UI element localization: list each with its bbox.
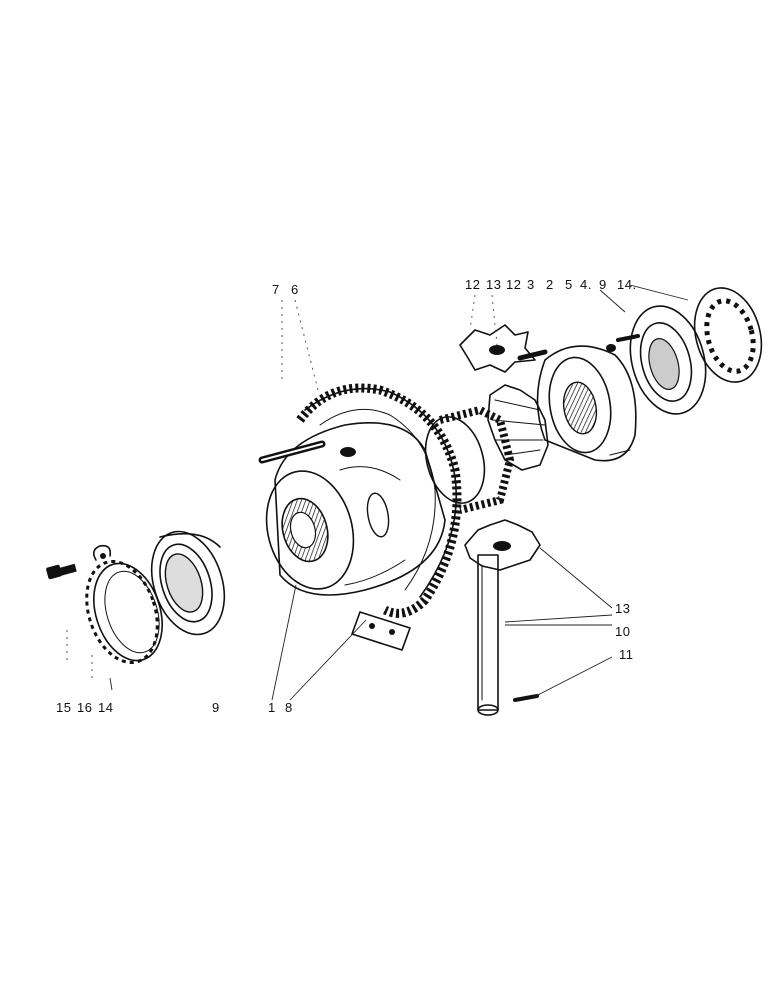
callout-11: 11 xyxy=(619,647,634,662)
callout-12b: 12 xyxy=(506,277,522,292)
callout-3: 3 xyxy=(527,277,535,292)
bolt-15 xyxy=(46,563,77,580)
pinion-gear-12-top xyxy=(459,324,536,373)
pinion-gear-center xyxy=(487,384,549,471)
ring-nut-14 xyxy=(85,544,163,664)
lock-plate-8 xyxy=(351,611,411,651)
cross-shaft-10 xyxy=(477,554,499,716)
side-gear-3 xyxy=(424,405,515,514)
callout-9a: 9 xyxy=(599,277,607,292)
bearing-carrier-5 xyxy=(536,344,637,462)
callout-6: 6 xyxy=(291,282,299,297)
callout-15: 15 xyxy=(56,700,72,715)
callout-14a: 14. xyxy=(617,277,637,292)
callout-13b: 13 xyxy=(615,601,631,616)
leader-lines xyxy=(66,284,689,701)
differential-case-1 xyxy=(258,422,446,596)
bearing-9-left xyxy=(150,530,226,636)
callout-4: 4. xyxy=(580,277,592,292)
callout-10: 10 xyxy=(615,624,631,639)
pin-11 xyxy=(513,694,539,702)
callout-1: 1 xyxy=(268,700,276,715)
pin-2 xyxy=(517,349,548,361)
bearing-9-right xyxy=(616,305,707,415)
callout-5: 5 xyxy=(565,277,573,292)
ring-nut-14-right xyxy=(693,287,763,383)
pinion-gear-13-lower xyxy=(464,519,541,571)
callout-12a: 12 xyxy=(465,277,481,292)
callout-14b: 14 xyxy=(98,700,114,715)
callout-9b: 9 xyxy=(212,700,220,715)
callout-8: 8 xyxy=(285,700,293,715)
callout-13a: 13 xyxy=(486,277,502,292)
callout-7: 7 xyxy=(272,282,280,297)
callout-2: 2 xyxy=(546,277,554,292)
callout-16: 16 xyxy=(77,700,93,715)
